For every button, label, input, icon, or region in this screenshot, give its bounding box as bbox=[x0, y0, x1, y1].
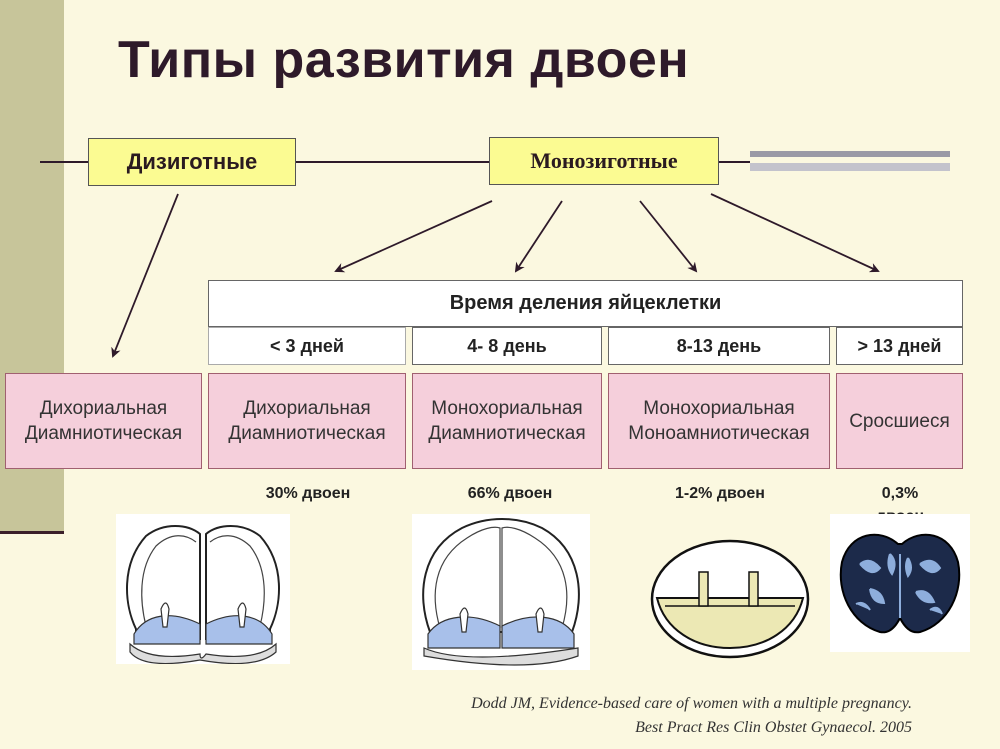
arrow-mono-1 bbox=[334, 200, 493, 273]
page-title: Типы развития двоен bbox=[118, 31, 690, 89]
illustration-monochorionic-diamniotic bbox=[412, 514, 590, 670]
arrow-mono-2 bbox=[514, 200, 563, 273]
pct-1: 30% двоен bbox=[265, 485, 351, 502]
type-box-4: Сросшиеся bbox=[836, 373, 963, 469]
citation: Dodd JM, Evidence-based care of women wi… bbox=[471, 695, 912, 736]
dizygotic-box: Дизиготные bbox=[88, 138, 296, 186]
arrow-mono-4 bbox=[710, 193, 880, 273]
monozygotic-box: Монозиготные bbox=[489, 137, 719, 185]
arrow-dizygotic bbox=[111, 193, 179, 358]
illustration-monoamniotic bbox=[650, 539, 810, 659]
arrow-mono-3 bbox=[639, 200, 698, 273]
decor-grey-bar bbox=[750, 151, 950, 173]
pct-3: 1-2% двоен bbox=[675, 485, 765, 502]
left-decor-line bbox=[0, 531, 64, 534]
pct-2: 66% двоен bbox=[467, 485, 553, 502]
connector-line-right bbox=[719, 161, 750, 163]
day-box-2: 4- 8 день bbox=[412, 327, 602, 365]
pct-4a: 0,3% bbox=[881, 485, 919, 502]
illustration-conjoined bbox=[830, 514, 970, 652]
connector-line-left bbox=[40, 161, 88, 163]
connector-line-middle bbox=[296, 161, 489, 163]
day-box-3: 8-13 день bbox=[608, 327, 830, 365]
division-time-header: Время деления яйцеклетки bbox=[208, 280, 963, 327]
day-box-1: < 3 дней bbox=[208, 327, 406, 365]
day-box-4: > 13 дней bbox=[836, 327, 963, 365]
illustration-dichorionic bbox=[116, 514, 290, 664]
